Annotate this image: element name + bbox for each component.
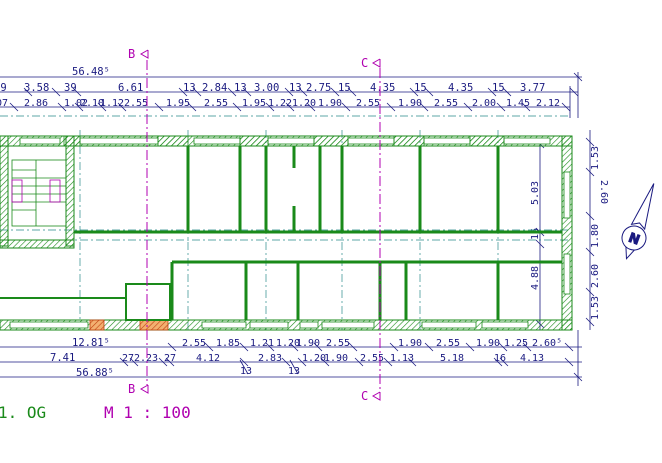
svg-text:1.20: 1.20 [302,353,326,364]
svg-text:13: 13 [240,366,252,377]
new-wall-patch-2 [139,319,169,331]
right-dimension-labels: 1.53 2.60 1.80 2.60 1.53 5.03 4.88 16 [530,146,609,320]
svg-text:13: 13 [183,82,196,94]
svg-text:4.13: 4.13 [520,353,544,364]
svg-text:2.86: 2.86 [24,98,48,109]
new-wall-patch-1 [89,319,105,331]
svg-text:2.55: 2.55 [326,338,350,349]
bottom-row2-ticks [119,357,574,367]
svg-text:1.53: 1.53 [590,296,601,320]
svg-text:6.61: 6.61 [118,82,143,94]
svg-text:1.85: 1.85 [216,338,240,349]
svg-text:2.55: 2.55 [434,98,458,109]
svg-text:2.60: 2.60 [598,180,609,204]
section-c-top-label: C [361,56,368,70]
svg-text:1.95: 1.95 [166,98,190,109]
svg-text:56.88⁵: 56.88⁵ [76,367,114,379]
svg-text:4.88: 4.88 [530,266,541,290]
stair-south-wall [0,239,75,249]
svg-text:2.55: 2.55 [124,98,148,109]
svg-text:3.00: 3.00 [254,82,279,94]
svg-text:2.55: 2.55 [356,98,380,109]
bottom-overall-partial: 12.81⁵ [72,337,110,349]
svg-text:13: 13 [234,82,247,94]
svg-text:09: 09 [0,82,7,94]
top-dimension-labels: 56.48⁵ 09 3.58 39 6.61 13 2.84 13 3.00 1… [0,66,560,109]
staircase [11,159,67,227]
east-outer-wall [561,135,573,331]
svg-text:5.03: 5.03 [530,181,541,205]
stair-west-wall [0,135,9,247]
svg-text:1.12: 1.12 [100,98,124,109]
svg-text:2.55: 2.55 [360,353,384,364]
section-b-bottom-label: B [128,382,135,396]
dimension-lines [0,72,595,386]
svg-text:2.23: 2.23 [134,353,158,364]
svg-text:1.45: 1.45 [506,98,530,109]
svg-text:16: 16 [494,353,506,364]
svg-text:2.10: 2.10 [80,98,104,109]
svg-text:1.53: 1.53 [590,146,601,170]
svg-text:1.21: 1.21 [250,338,274,349]
svg-text:1.25: 1.25 [504,338,528,349]
svg-text:2.55: 2.55 [436,338,460,349]
section-markers [139,49,381,401]
svg-text:2.12: 2.12 [536,98,560,109]
bottom-row1-ticks [167,342,574,352]
svg-text:2.84: 2.84 [202,82,227,94]
svg-text:5.18: 5.18 [440,353,464,364]
svg-text:2.00: 2.00 [472,98,496,109]
scale-label: M 1 : 100 [104,403,191,422]
svg-text:2.60⁵: 2.60⁵ [532,338,562,349]
svg-text:16: 16 [530,228,541,240]
svg-text:3.77: 3.77 [520,82,545,94]
top-row1-ticks [23,87,579,97]
svg-text:1.13: 1.13 [390,353,414,364]
svg-text:1.22: 1.22 [268,98,292,109]
svg-text:13: 13 [288,366,300,377]
svg-text:1.80: 1.80 [590,224,601,248]
section-lines [146,60,381,392]
north-arrow-icon: N [621,183,655,260]
svg-text:27: 27 [122,353,134,364]
overall-top-dim: 56.48⁵ [72,66,110,78]
svg-text:1.90: 1.90 [296,338,320,349]
svg-text:1.90: 1.90 [398,98,422,109]
svg-text:1.02: 1.02 [64,98,88,109]
svg-text:4.12: 4.12 [196,353,220,364]
svg-text:7.41: 7.41 [50,352,75,364]
svg-text:4.35: 4.35 [370,82,395,94]
svg-text:1.90: 1.90 [398,338,422,349]
svg-text:1.90: 1.90 [318,98,342,109]
shaft [125,283,171,321]
svg-text:15: 15 [492,82,505,94]
bottom-dimension-labels: 12.81⁵ 2.55 1.85 1.21 1.20 1.90 2.55 1.9… [50,337,562,379]
svg-text:2.55: 2.55 [204,98,228,109]
top-row2-ticks [9,102,571,112]
building-walls [0,135,573,331]
section-c-bottom-label: C [361,389,368,403]
section-b-top-label: B [128,47,135,61]
svg-text:15: 15 [338,82,351,94]
svg-text:27: 27 [164,353,176,364]
floor-label: 1. OG [0,403,46,422]
svg-text:07: 07 [0,98,8,109]
svg-text:1.20: 1.20 [276,338,300,349]
svg-text:2.55: 2.55 [182,338,206,349]
stair-east-wall [65,135,75,247]
svg-text:3.58: 3.58 [24,82,49,94]
svg-text:1.20: 1.20 [292,98,316,109]
svg-text:15: 15 [414,82,427,94]
svg-text:4.35: 4.35 [448,82,473,94]
svg-text:2.75: 2.75 [306,82,331,94]
svg-text:13: 13 [289,82,302,94]
svg-text:1.90: 1.90 [476,338,500,349]
svg-text:1.90: 1.90 [324,353,348,364]
svg-text:1.95: 1.95 [242,98,266,109]
svg-text:39: 39 [64,82,77,94]
svg-text:2.60: 2.60 [590,264,601,288]
svg-text:2.83: 2.83 [258,353,282,364]
